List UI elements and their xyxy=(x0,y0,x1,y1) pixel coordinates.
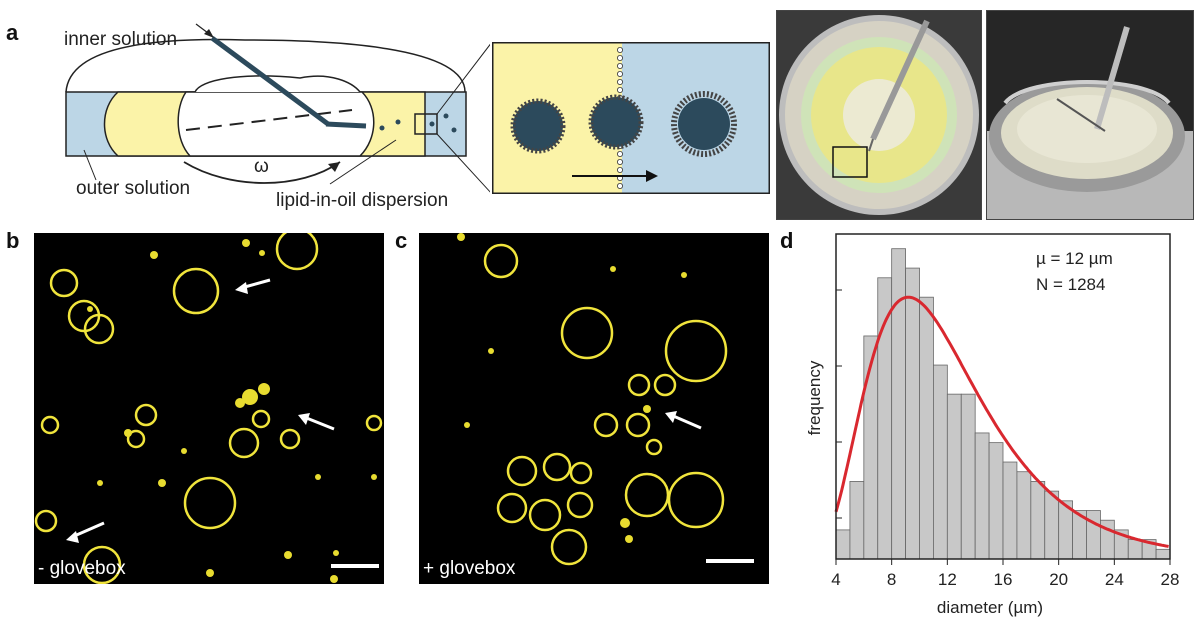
micrograph-b: - glovebox xyxy=(34,233,384,584)
x-tick-label: 4 xyxy=(831,570,840,589)
panel-letter-b: b xyxy=(6,228,20,253)
histogram-bar xyxy=(849,481,865,560)
panel-letter-a: a xyxy=(6,20,19,45)
outer-solution-label: outer solution xyxy=(76,178,191,199)
histogram-bar xyxy=(1002,461,1018,560)
y-axis-label: frequency xyxy=(805,360,824,435)
x-tick-label: 28 xyxy=(1161,570,1180,589)
omega-label: ω xyxy=(254,156,269,177)
histogram-bar xyxy=(1030,481,1046,560)
histogram-bar xyxy=(1155,548,1171,560)
mean-annotation: µ = 12 µm xyxy=(1036,249,1113,268)
inner-solution-label: inner solution xyxy=(64,29,178,50)
x-tick-label: 24 xyxy=(1105,570,1124,589)
histogram-bar xyxy=(946,393,962,560)
photo-spinning-dish xyxy=(776,10,982,220)
histogram-bar xyxy=(1044,490,1060,560)
x-tick-label: 16 xyxy=(994,570,1013,589)
histogram-bar xyxy=(891,248,906,560)
histogram-bar xyxy=(988,442,1004,560)
histogram-bar xyxy=(933,364,948,560)
histogram-chart: 4 8 12 16 20 24 28 diameter (µm) frequency µ =… xyxy=(805,233,1179,617)
histogram-bar xyxy=(960,393,976,560)
panel-letter-c: c xyxy=(395,228,408,253)
histogram-bar xyxy=(835,529,851,560)
vesicles-c xyxy=(457,233,754,566)
interface-zoom-inset xyxy=(492,42,770,194)
x-tick-label: 20 xyxy=(1049,570,1068,589)
scale-bar-c xyxy=(706,559,754,563)
x-axis-label: diameter (µm) xyxy=(937,598,1043,617)
x-axis-ticks: 4 8 12 16 20 24 28 xyxy=(831,559,1179,589)
histogram-bars xyxy=(835,248,1171,560)
x-tick-label: 8 xyxy=(887,570,896,589)
histogram-bar xyxy=(1086,510,1101,560)
panel-letter-d: d xyxy=(780,228,794,253)
histogram-bar xyxy=(919,296,934,560)
fit-curve xyxy=(834,295,1169,548)
lipid-dispersion-label: lipid-in-oil dispersion xyxy=(276,190,449,211)
photo-dish-setup xyxy=(986,10,1194,220)
condition-label-c: + glovebox xyxy=(423,558,516,579)
histogram-bar xyxy=(905,267,920,560)
micrograph-c: + glovebox xyxy=(419,233,769,584)
histogram-bar xyxy=(1016,471,1032,560)
setup-schematic xyxy=(65,23,490,193)
histogram-bar xyxy=(974,432,990,560)
histogram-bar xyxy=(1127,539,1143,560)
count-annotation: N = 1284 xyxy=(1036,275,1105,294)
condition-label-b: - glovebox xyxy=(38,558,126,579)
scale-bar-b xyxy=(331,564,379,568)
vesicles-b xyxy=(34,233,383,584)
x-tick-label: 12 xyxy=(938,570,957,589)
